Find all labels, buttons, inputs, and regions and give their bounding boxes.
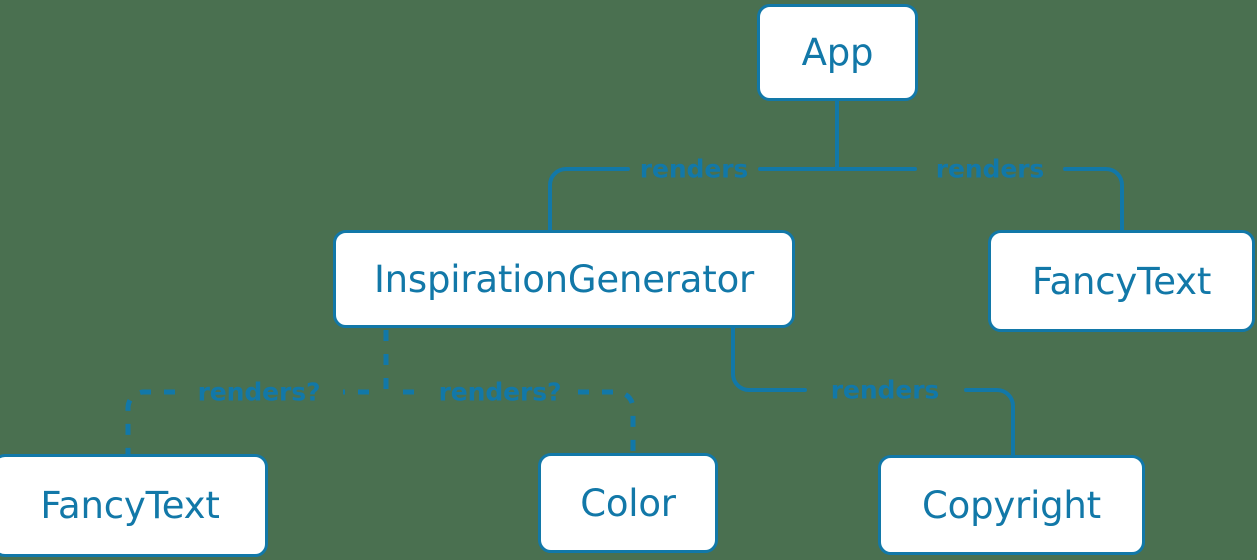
edge-label-inspiration-generator-to-color: renders?	[438, 377, 562, 407]
node-color-label: Color	[580, 481, 676, 525]
node-inspiration-generator[interactable]: InspirationGenerator	[333, 230, 795, 328]
edge-label-inspiration-generator-to-fancytext-bottom: renders?	[197, 377, 321, 407]
edge-label-app-to-fancytext-top: renders	[935, 154, 1045, 184]
edge-app-to-inspiration-generator-left	[548, 167, 630, 232]
edge-inspiration-generator-to-copyright-left	[731, 326, 807, 392]
edge-label-inspiration-generator-to-copyright: renders	[830, 375, 940, 405]
node-fancytext-top-label: FancyText	[1031, 259, 1212, 303]
node-fancytext-top[interactable]: FancyText	[988, 230, 1255, 332]
node-color[interactable]: Color	[538, 453, 718, 553]
node-copyright[interactable]: Copyright	[878, 455, 1145, 555]
edge-inspiration-generator-to-color-arm	[578, 389, 636, 454]
edge-app-to-fancytext-top-right	[1063, 167, 1124, 232]
edge-inspiration-generator-to-copyright-right	[964, 388, 1015, 457]
node-fancytext-bottom[interactable]: FancyText	[0, 454, 268, 557]
edge-inspiration-generator-to-fancytext-bottom-arm	[125, 389, 175, 456]
node-copyright-label: Copyright	[922, 483, 1101, 527]
node-app-label: App	[801, 31, 874, 74]
node-inspiration-generator-label: InspirationGenerator	[373, 257, 755, 301]
node-app[interactable]: App	[757, 4, 918, 101]
edge-label-app-to-inspiration-generator: renders	[639, 154, 749, 184]
node-fancytext-bottom-label: FancyText	[40, 484, 220, 527]
